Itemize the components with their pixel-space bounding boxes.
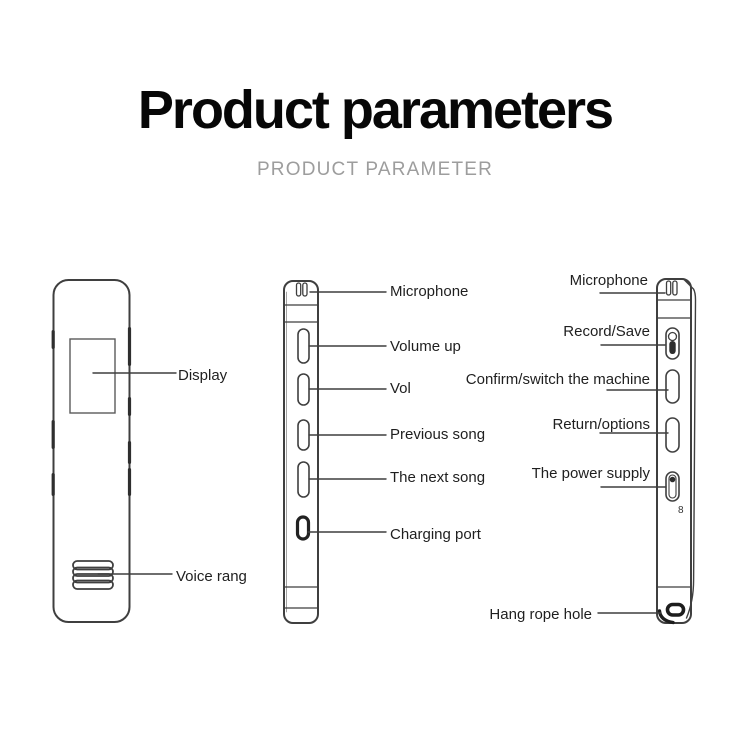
device-side-body [283, 280, 319, 624]
label-vol: Vol [390, 380, 411, 397]
label-voice-rang: Voice rang [176, 568, 247, 585]
label-return-options: Return/options [552, 416, 650, 433]
label-volume-up: Volume up [390, 338, 461, 355]
speaker-grille [72, 560, 114, 590]
page-subtitle: PRODUCT PARAMETER [256, 159, 494, 180]
volume-up-button [297, 328, 310, 364]
microphone-slots-right [665, 280, 678, 296]
leader-lines-middle [307, 291, 387, 533]
return-options-button [665, 417, 680, 453]
record-save-button [665, 327, 680, 360]
volume-down-button [297, 373, 310, 406]
label-microphone-right: Microphone [569, 272, 648, 289]
hang-rope-hole [665, 602, 686, 617]
label-confirm-switch: Confirm/switch the machine [465, 371, 650, 388]
device-side-body-right [656, 278, 692, 624]
microphone-slots [295, 282, 308, 297]
device-front-body [52, 279, 131, 623]
side-buttons [297, 328, 310, 498]
confirm-switch-button [665, 369, 680, 404]
leader-lines-right [597, 292, 669, 614]
label-power-supply: The power supply [531, 465, 650, 482]
label-charging-port: Charging port [390, 526, 481, 543]
label-record-save: Record/Save [563, 323, 650, 340]
perspective-edge [683, 278, 697, 619]
device-side-view-left [283, 280, 387, 624]
side-button-nubs [51, 327, 132, 496]
label-previous-song: Previous song [390, 426, 486, 443]
label-next-song: The next song [390, 469, 486, 486]
marking-8: 8 [678, 505, 684, 516]
label-display: Display [178, 367, 228, 384]
page-title: Product parameters [137, 80, 614, 140]
label-microphone-left: Microphone [390, 283, 469, 300]
seam-lines [283, 304, 319, 609]
next-song-button [297, 461, 310, 498]
charging-port [295, 515, 311, 541]
power-supply-switch [665, 471, 680, 502]
device-side-view-right: 8 [597, 278, 697, 625]
seam-lines-right [656, 299, 692, 588]
device-front-view [51, 279, 177, 623]
display-screen [69, 338, 116, 414]
label-hang-rope-hole: Hang rope hole [489, 606, 592, 623]
previous-song-button [297, 419, 310, 451]
leader-lines-front [92, 372, 177, 575]
